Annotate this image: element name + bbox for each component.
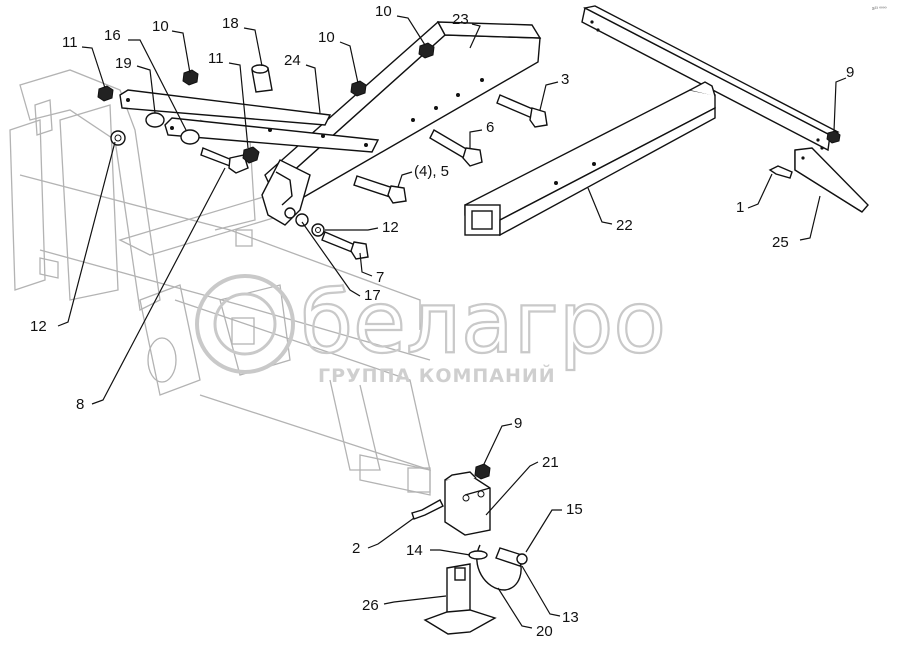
plate-25 xyxy=(794,147,869,213)
callout-2: 2 xyxy=(352,540,360,557)
callout-12: 12 xyxy=(30,318,47,335)
hinge-bracket xyxy=(261,159,311,227)
watermark-brand: белагро xyxy=(300,273,666,373)
callout-3: 3 xyxy=(561,71,569,88)
callout-4-5: (4), 5 xyxy=(414,163,449,180)
callout-13: 13 xyxy=(562,609,579,626)
callout-20: 20 xyxy=(536,623,553,640)
fasteners-right xyxy=(768,130,841,179)
callout-10: 10 xyxy=(318,29,335,46)
callout-24: 24 xyxy=(284,52,301,69)
callout-16: 16 xyxy=(104,27,121,44)
watermark: белагро ГРУППА КОМПАНИЙ xyxy=(195,272,667,387)
callout-25: 25 xyxy=(772,234,789,251)
callout-6: 6 xyxy=(486,119,494,136)
spacers xyxy=(145,64,273,145)
callout-22: 22 xyxy=(616,217,633,234)
callout-9: 9 xyxy=(514,415,522,432)
callout-15: 15 xyxy=(566,501,583,518)
upper-rail xyxy=(581,5,840,152)
callout-11: 11 xyxy=(208,50,224,67)
callout-14: 14 xyxy=(406,542,423,559)
stand-assembly xyxy=(411,463,528,635)
leader-lines xyxy=(57,15,847,629)
callout-12: 12 xyxy=(382,219,399,236)
drawing-code: s²³ ºººº xyxy=(872,6,887,12)
callout-10: 10 xyxy=(375,3,392,20)
callout-23: 23 xyxy=(452,11,469,28)
arm-23 xyxy=(264,20,542,206)
callout-11: 11 xyxy=(62,34,78,51)
callout-18: 18 xyxy=(222,15,239,32)
callout-26: 26 xyxy=(362,597,379,614)
crossbar-22 xyxy=(464,89,716,237)
callout-21: 21 xyxy=(542,454,559,471)
callout-8: 8 xyxy=(76,396,84,413)
callout-19: 19 xyxy=(115,55,132,72)
callout-10: 10 xyxy=(152,18,169,35)
callout-1: 1 xyxy=(736,199,744,216)
callout-labels: 11 16 10 18 10 23 19 11 24 10 3 6 (4), 5… xyxy=(30,3,854,640)
fasteners xyxy=(97,42,548,260)
callout-17: 17 xyxy=(364,287,381,304)
callout-9: 9 xyxy=(846,64,854,81)
strap-24 xyxy=(119,89,380,153)
callout-7: 7 xyxy=(376,269,384,286)
watermark-subtitle: ГРУППА КОМПАНИЙ xyxy=(318,364,556,387)
